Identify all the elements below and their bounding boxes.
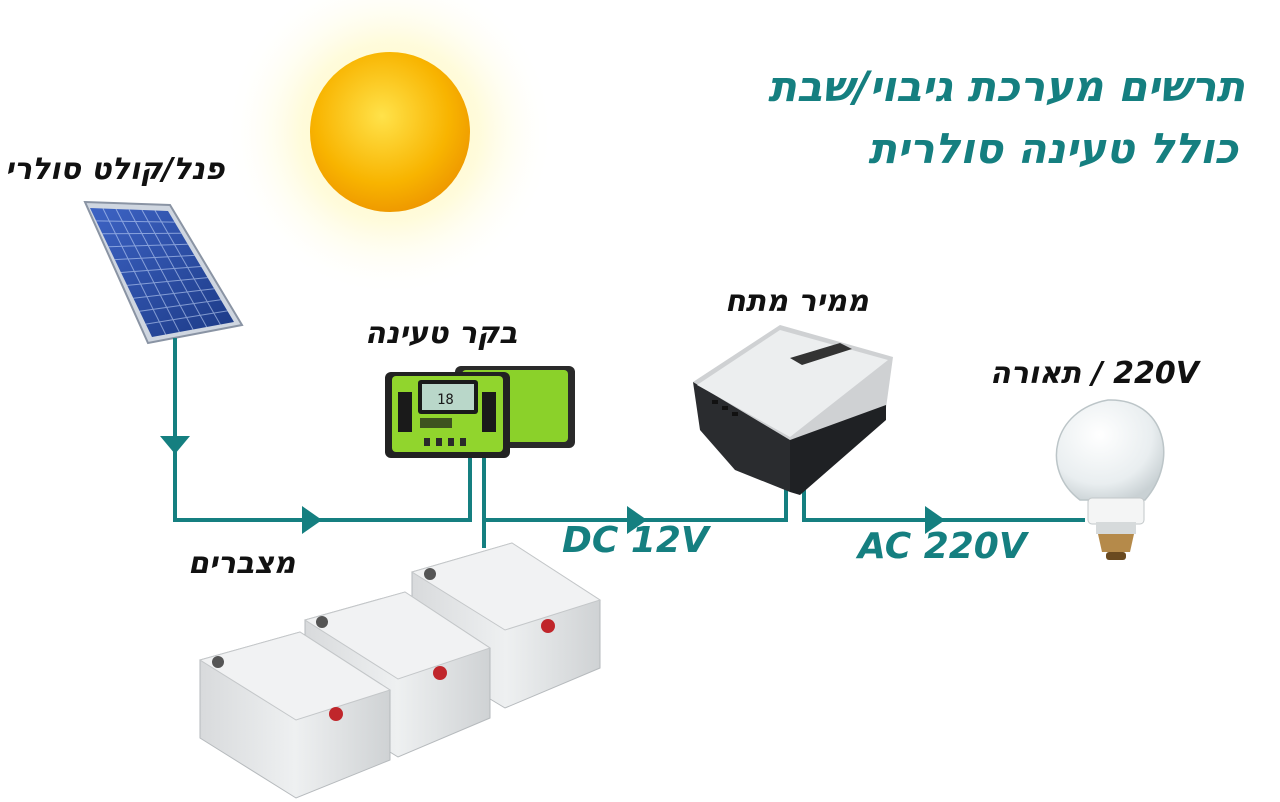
label-charge-controller: בקר טעינה [365, 316, 518, 351]
svg-text:18: 18 [437, 392, 454, 408]
panel-cell-line [102, 232, 182, 235]
label-ac-line: AC 220V [858, 526, 1027, 567]
label-lighting: 220V / תאורה [990, 356, 1199, 391]
panel-cell-line [145, 310, 228, 325]
panel-cell-line [120, 266, 202, 273]
panel-cell-line [108, 243, 188, 248]
wire-panel-to-controller [173, 338, 472, 522]
title-line-1: תרשים מערכת גיבוי/שבת [767, 62, 1245, 111]
arrow-right-icon [627, 506, 647, 534]
battery-icon [198, 631, 392, 799]
sun-icon [225, 0, 555, 297]
panel-cell-line [139, 299, 221, 312]
battery-bank [198, 542, 602, 799]
light-bulb-icon [1055, 399, 1165, 560]
label-batteries: מצברים [188, 546, 296, 581]
arrow-right-icon [302, 506, 322, 534]
arrow-down-icon [160, 436, 190, 454]
label-dc-line: DC 12V [562, 520, 709, 561]
solar-panel-icon [83, 200, 244, 345]
panel-cell-line [96, 220, 175, 223]
arrow-right-icon [925, 506, 945, 534]
label-solar-panel: פנל/קולט סולרי [5, 152, 225, 187]
charge-controller-icon: 18 [385, 366, 575, 458]
label-inverter: ממיר מתח [725, 284, 869, 319]
panel-cell-line [114, 254, 195, 261]
panel-cell-line [127, 277, 208, 286]
panel-cell-line [133, 288, 215, 299]
wire-inverter-to-lamp [802, 462, 1085, 522]
flow-arrows [160, 436, 945, 534]
inverter-icon [693, 325, 893, 495]
title-line-2: כולל טעינה סולרית [868, 124, 1238, 173]
